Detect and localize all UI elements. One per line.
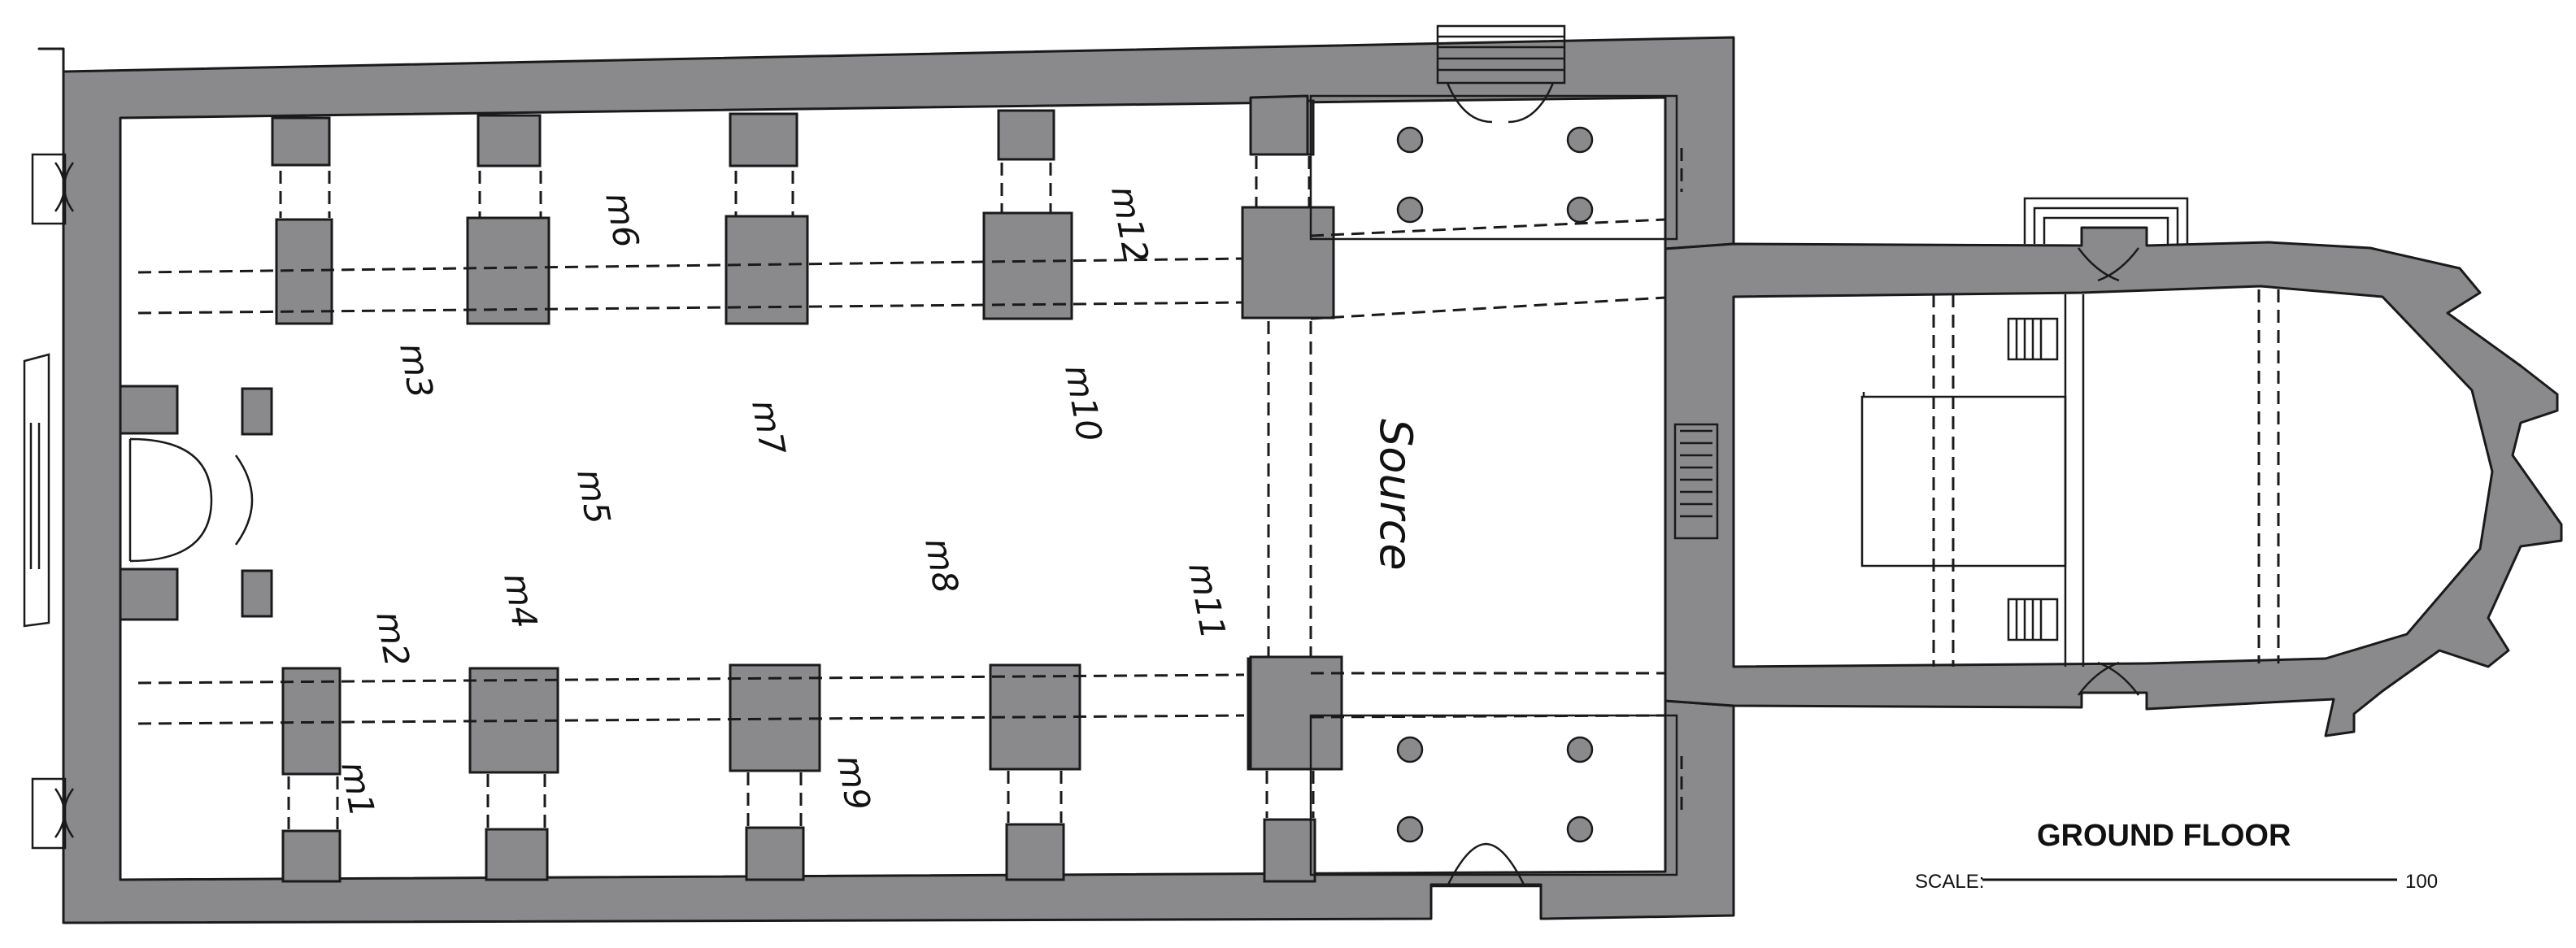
marker-m9: m9 [829,752,878,813]
marker-m3: m3 [392,340,441,401]
scale-label: SCALE: [1915,871,1984,893]
marker-m7: m7 [744,397,793,458]
chancel-details [1673,289,2280,667]
crossing-walls [1249,94,1309,156]
plan-title: GROUND FLOOR [2037,819,2291,853]
source-label: Source [1370,419,1421,571]
marker-m5: m5 [569,466,618,527]
marker-m2: m2 [368,608,417,669]
marker-m1: m1 [333,759,382,820]
crossing-columns [1396,126,1594,843]
marker-m10: m10 [1057,362,1110,444]
west-porch [23,353,50,628]
scale-value: 100 [2405,871,2438,893]
nave-outer-wall [37,36,1735,924]
apse-steps [2023,197,2189,696]
marker-m12: m12 [1103,183,1156,265]
marker-m11: m11 [1181,559,1234,641]
nave-vault-lines [119,118,1315,829]
marker-m8: m8 [917,535,966,596]
main-entrance-doors [128,437,254,563]
nave-piers [119,99,1341,883]
marker-m4: m4 [496,570,545,631]
south-door [1431,842,1541,888]
chancel-walls [1664,226,2563,737]
north-stairs [1436,24,1566,124]
marker-m6: m6 [598,189,646,250]
